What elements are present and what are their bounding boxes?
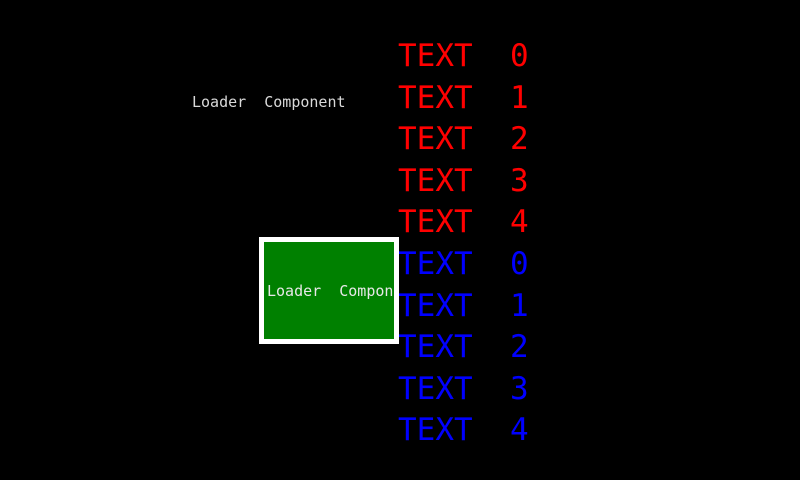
text-row: TEXT 3: [398, 162, 529, 199]
text-row: TEXT 0: [398, 38, 529, 74]
text-row: TEXT 4: [398, 412, 529, 449]
text-row: TEXT 1: [398, 79, 529, 116]
loader-panel[interactable]: Loader Component: [259, 237, 399, 344]
text-row: TEXT 2: [398, 121, 529, 158]
loader-panel-caption: Loader Component: [267, 282, 394, 300]
standalone-loader-caption: Loader Component: [192, 93, 346, 111]
text-row: TEXT 3: [398, 370, 529, 407]
text-list: TEXT 0 TEXT 1 TEXT 2 TEXT 3 TEXT 4 TEXT 0 TEXT…: [398, 36, 638, 452]
text-row: TEXT 1: [398, 287, 529, 324]
text-row: TEXT 0: [398, 245, 529, 282]
text-row: TEXT 4: [398, 204, 529, 241]
text-row: TEXT 2: [398, 329, 529, 366]
